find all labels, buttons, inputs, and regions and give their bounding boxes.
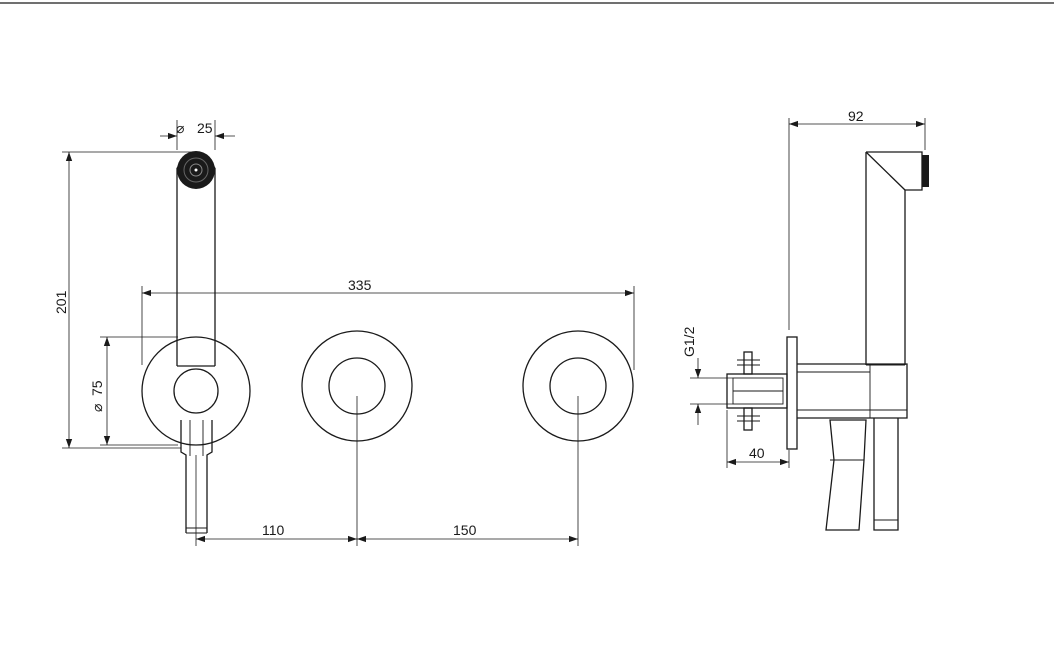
wall-plate bbox=[786, 336, 798, 450]
handshower-hose bbox=[180, 420, 213, 534]
label-side-depth: 92 bbox=[848, 108, 864, 124]
dim-side-depth: 92 bbox=[788, 108, 926, 330]
handshower-rosette bbox=[141, 336, 251, 446]
label-diameter-symbol: ⌀ bbox=[176, 120, 184, 136]
label-overall-width: 335 bbox=[348, 277, 372, 293]
label-rosette-diameter: 75 bbox=[89, 380, 105, 396]
label-spacing-left: 110 bbox=[262, 522, 285, 538]
label-wall-depth: 40 bbox=[749, 445, 765, 461]
holder-body bbox=[797, 363, 908, 419]
label-thread: G1/2 bbox=[681, 326, 697, 357]
dim-overall-width: 335 bbox=[141, 277, 635, 370]
handshower-body bbox=[176, 151, 216, 367]
dim-handshower-diameter: ⌀ 25 bbox=[160, 120, 235, 150]
front-view: ⌀ 25 201 ⌀ 75 335 bbox=[53, 120, 635, 546]
label-handshower-diameter: 25 bbox=[197, 120, 213, 136]
hose-side bbox=[825, 418, 899, 531]
label-rosette-diameter-symbol: ⌀ bbox=[89, 404, 105, 412]
side-view: 92 G1/2 40 bbox=[681, 108, 929, 531]
label-overall-height: 201 bbox=[53, 290, 69, 314]
dim-thread: G1/2 bbox=[681, 326, 733, 425]
label-spacing-right: 150 bbox=[453, 522, 477, 538]
dim-overall-height: 201 bbox=[53, 151, 196, 449]
handshower-side bbox=[865, 151, 929, 366]
mounting-body bbox=[726, 351, 788, 431]
dim-wall-depth: 40 bbox=[726, 410, 790, 468]
dim-spacing: 110 150 bbox=[195, 396, 579, 546]
dim-rosette-diameter: ⌀ 75 bbox=[89, 336, 178, 446]
